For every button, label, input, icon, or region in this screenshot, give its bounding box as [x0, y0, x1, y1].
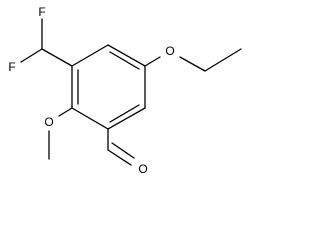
aldehyde-oxygen-label: O [138, 162, 147, 176]
methoxy-group: O [44, 107, 73, 160]
bond-aldehyde-c-o-double [111, 142, 135, 159]
ring-bond-c1-c2 [107, 44, 146, 67]
bond-ethoxy-ch2-to-ch3 [204, 48, 242, 72]
difluoromethyl-group: F F [8, 5, 73, 74]
ethoxy-group: O [144, 44, 242, 72]
bond-ethoxy-o-to-ch2 [179, 56, 206, 72]
fluorine-top-label: F [38, 5, 45, 19]
molecule-diagram: F F O O O [8, 5, 242, 176]
bond-c-f-left [20, 48, 43, 63]
ring-bond-c6-c1 [71, 44, 109, 67]
aldehyde-group: O [107, 128, 148, 176]
methoxy-oxygen-label: O [44, 115, 53, 129]
bond-ring-to-chf2 [41, 48, 73, 67]
ring-bond-c4-c5 [71, 107, 109, 130]
ring-double-bond-inner-1 [109, 51, 140, 70]
bond-ring-to-methoxy-o [58, 107, 73, 117]
ring-double-bond-inner-2 [109, 104, 140, 123]
bond-ring-to-ethoxy-o [144, 56, 161, 67]
ethoxy-oxygen-label: O [165, 44, 174, 58]
benzene-ring [71, 44, 146, 130]
ring-bond-c3-c4 [107, 107, 146, 130]
bond-aldehyde-c-o-single [107, 149, 132, 166]
fluorine-left-label: F [8, 60, 15, 74]
